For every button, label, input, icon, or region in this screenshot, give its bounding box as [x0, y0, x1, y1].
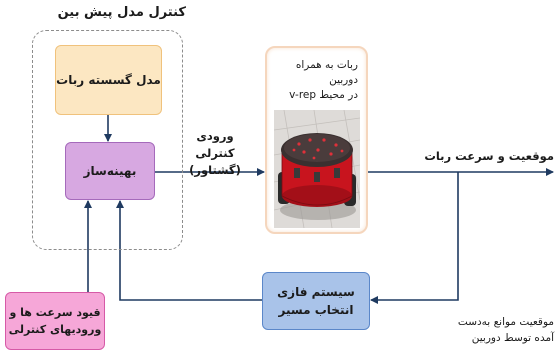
robot-top-plate: [281, 133, 353, 167]
control-input-line2: (گشتاور): [189, 163, 241, 177]
constraints-block: قیود سرعت ها و ورودیهای کنترلی: [5, 292, 105, 350]
control-input-label: ورودی کنترلی (گشتاور): [178, 128, 252, 179]
robot-caption-line2: در محیط v-rep: [289, 89, 358, 101]
constraints-label-line1: قیود سرعت ها و: [9, 306, 101, 319]
fuzzy-label-line2: انتخاب مسیر: [278, 303, 354, 317]
optimizer-block: بهینه‌ساز: [65, 142, 155, 200]
mpc-dashed-frame: [32, 30, 183, 250]
robot-image: [274, 110, 360, 228]
optimizer-label: بهینه‌ساز: [83, 164, 137, 178]
arrow-feedback-to-fuzzy: [370, 172, 459, 304]
constraints-label-line2: ورودیهای کنترلی: [8, 323, 102, 336]
control-input-line1: ورودی کنترلی: [195, 129, 235, 160]
obstacle-position-label: موقعیت موانع به‌دست آمده توسط دوربین: [420, 314, 554, 346]
discrete-model-block: مدل گسسته ربات: [55, 45, 162, 115]
diagram-title: کنترل مدل پیش بین: [57, 5, 186, 20]
position-speed-label: موقعیت و سرعت ربات: [424, 149, 554, 163]
obstacle-label-line2: آمده توسط دوربین: [471, 332, 554, 344]
discrete-model-label: مدل گسسته ربات: [56, 73, 161, 87]
fuzzy-path-selection-block: سیستم فازی انتخاب مسیر: [262, 272, 370, 330]
robot-caption: ربات به همراه دوربین در محیط v-rep: [272, 58, 358, 103]
robot-caption-line1: ربات به همراه دوربین: [295, 59, 358, 86]
arrow-fuzzy-to-optimizer: [116, 200, 262, 301]
obstacle-label-line1: موقعیت موانع به‌دست: [457, 316, 554, 328]
fuzzy-label-line1: سیستم فازی: [277, 285, 355, 299]
robot-block: ربات به همراه دوربین در محیط v-rep: [265, 46, 368, 234]
